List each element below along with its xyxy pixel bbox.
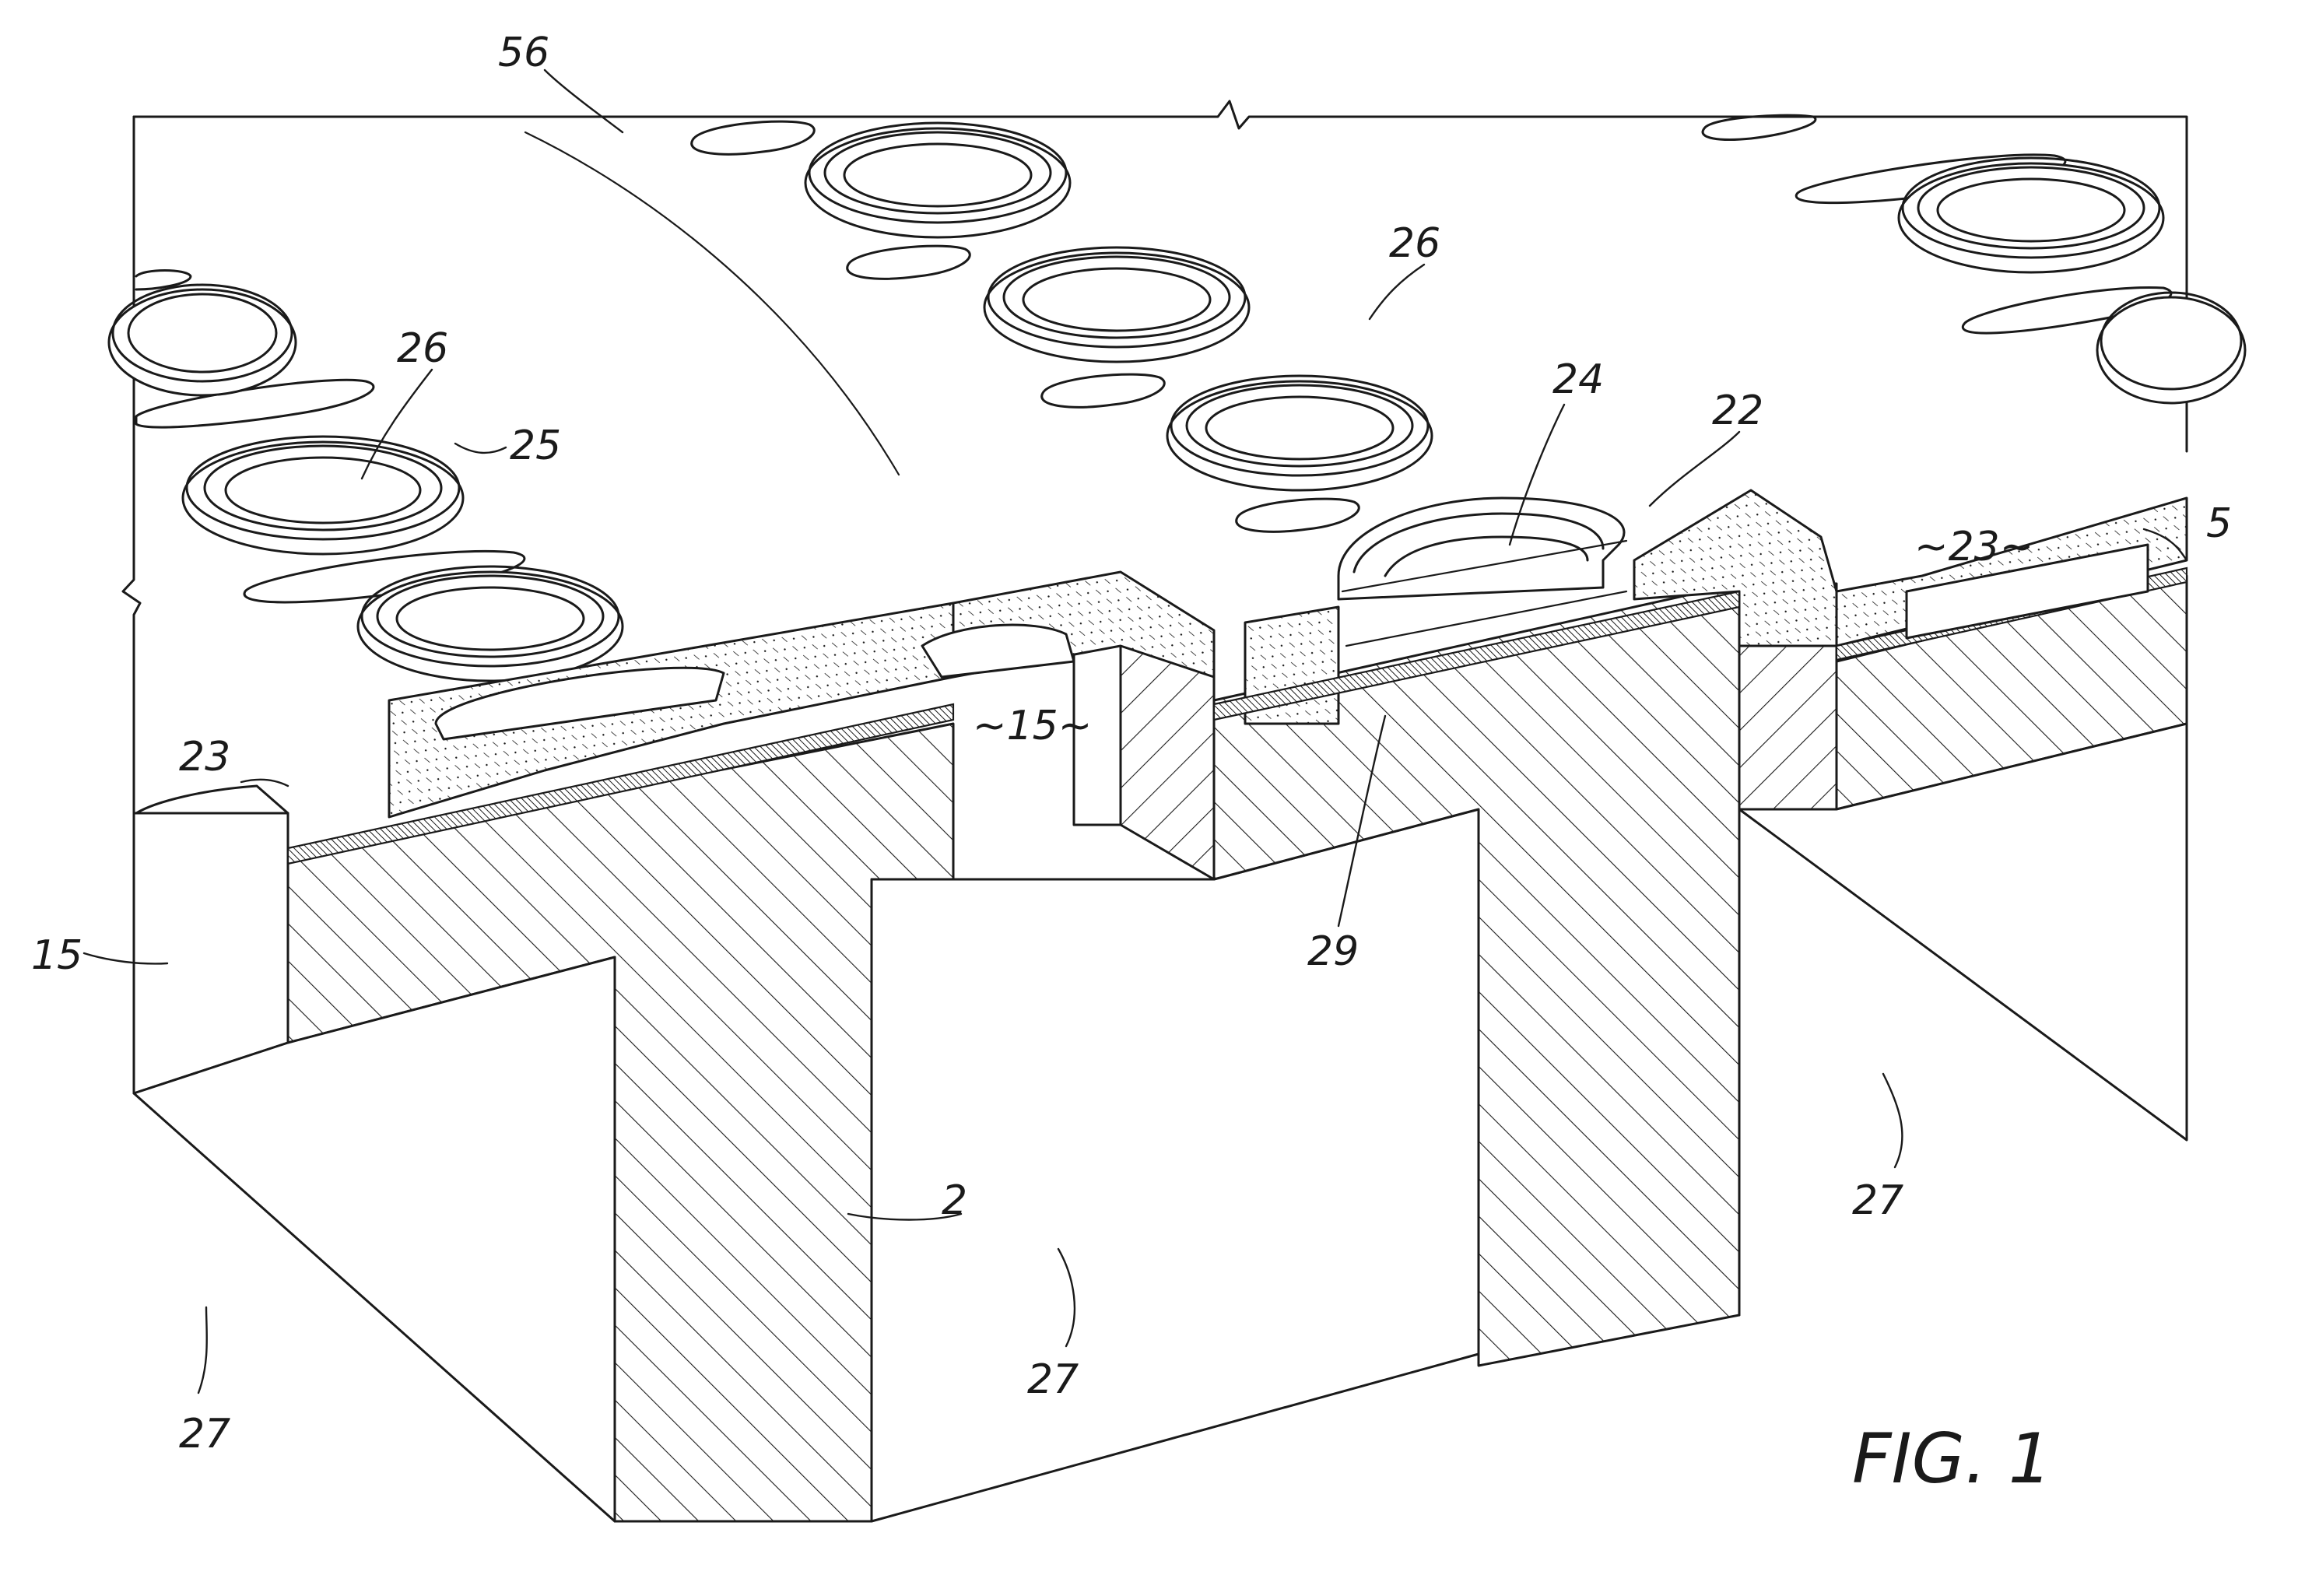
nozzle-rim-top-2 — [983, 246, 1251, 363]
label-29: 29 — [1307, 928, 1359, 975]
leader-lines — [82, 68, 2188, 1394]
label-27-a: 27 — [179, 1411, 230, 1457]
label-15-left: 15 — [31, 932, 82, 979]
label-15-center: ~15~ — [973, 703, 1092, 749]
label-22: 22 — [1712, 388, 1763, 434]
nozzle-rim-top-1 — [804, 121, 1072, 239]
label-24: 24 — [1552, 356, 1604, 403]
label-26-right: 26 — [1389, 220, 1440, 267]
nozzle-rim-left-1 — [107, 283, 297, 397]
label-23-right: ~23~ — [1914, 524, 2033, 570]
label-27-b: 27 — [1027, 1356, 1079, 1403]
label-2: 2 — [942, 1177, 967, 1224]
label-23-left: 23 — [179, 734, 230, 780]
nozzle-rim-left-3 — [356, 565, 624, 682]
nozzle-rims — [107, 121, 2247, 682]
right-substrate-block — [1738, 574, 2188, 1317]
nozzle-rim-right-2 — [2096, 291, 2247, 405]
surface-slots — [135, 114, 2173, 604]
figure-caption: FIG. 1 — [1852, 1419, 2052, 1499]
label-25: 25 — [510, 423, 561, 469]
chamber-roof-layers — [135, 489, 2188, 865]
nozzle-rim-left-2 — [181, 435, 465, 556]
label-26-left: 26 — [397, 325, 448, 372]
nozzle-rim-cut-24 — [1337, 496, 1626, 601]
nozzle-plate-top-surface — [121, 100, 2188, 1095]
label-56: 56 — [498, 30, 549, 76]
nozzle-rim-top-3 — [1166, 374, 1433, 492]
label-5: 5 — [2206, 500, 2232, 547]
nozzle-rim-right-1 — [1897, 156, 2165, 274]
reference-labels: 56 26 26 25 24 22 5 23 ~23~ 15 ~15~ 29 2… — [31, 30, 2232, 1499]
left-substrate-block — [132, 722, 1480, 1523]
label-27-c: 27 — [1852, 1177, 1903, 1224]
